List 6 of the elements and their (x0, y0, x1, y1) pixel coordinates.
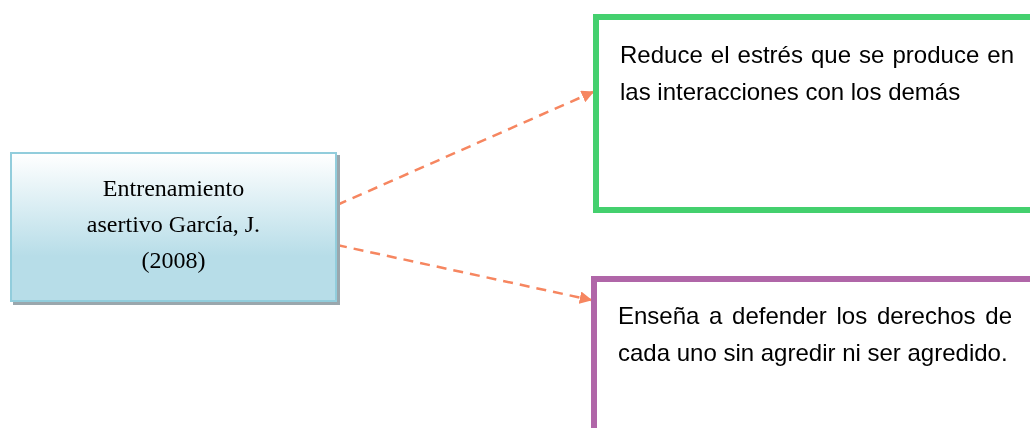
result-box (593, 14, 1030, 213)
box-text: Reduce el estrés que se produce en las interacciones con los demás (620, 40, 1014, 107)
box-text: Entrenamiento asertivo García, J. (2008) (85, 174, 262, 275)
process-box (10, 152, 337, 302)
box-text: Enseña a defender los derechos de cada uno sin agredir ni ser agredido. (618, 301, 1012, 368)
result-box (591, 276, 1030, 428)
